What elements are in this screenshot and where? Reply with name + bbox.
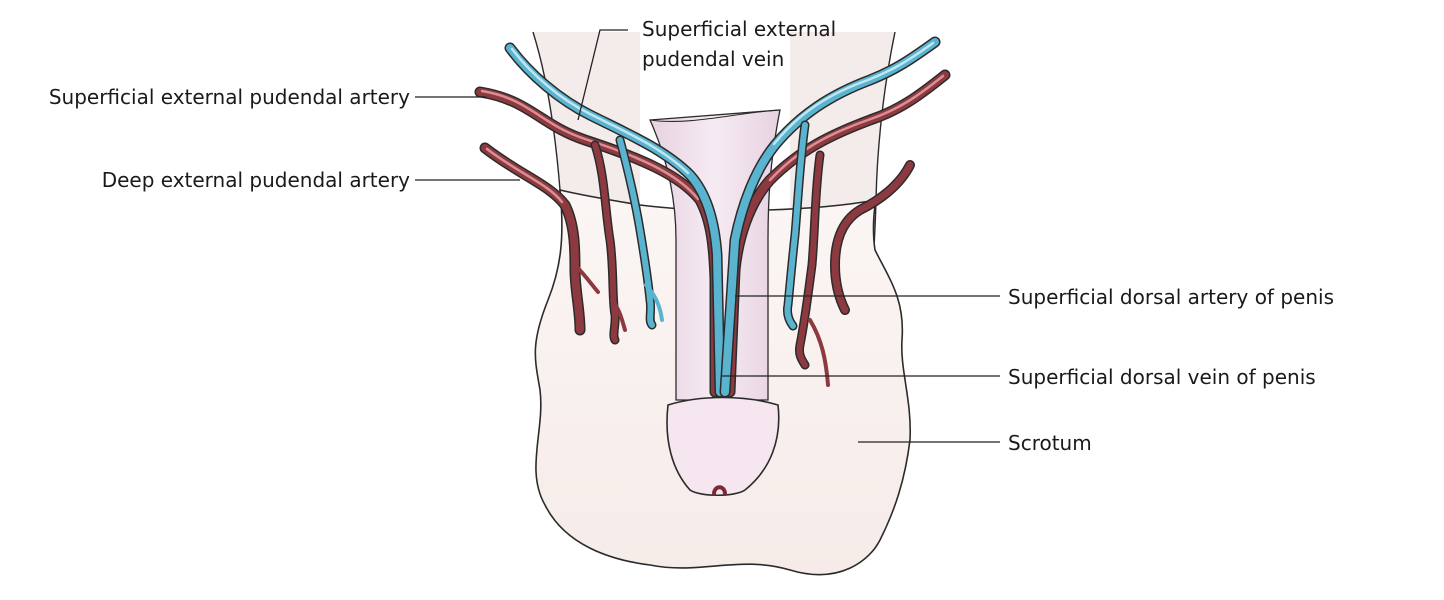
arteries — [474, 69, 951, 398]
leader-lines — [415, 29, 1000, 443]
label-superficial-dorsal-vein-of-penis: Superficial dorsal vein of penis — [1008, 365, 1316, 389]
urethral-opening — [712, 485, 727, 496]
label-superficial-dorsal-artery-of-penis: Superficial dorsal artery of penis — [1008, 285, 1334, 309]
label-superficial-external-pudendal-vein-line1: Superficial external — [642, 17, 837, 41]
veins — [504, 36, 941, 398]
label-superficial-external-pudendal-artery: Superficial external pudendal artery — [48, 85, 410, 109]
label-superficial-external-pudendal-vein-line2: pudendal vein — [642, 47, 785, 71]
leader-vein — [577, 29, 628, 121]
label-scrotum: Scrotum — [1008, 431, 1092, 455]
label-deep-external-pudendal-artery: Deep external pudendal artery — [101, 168, 410, 192]
penis-shaft-top — [649, 109, 781, 123]
glans — [666, 396, 780, 497]
